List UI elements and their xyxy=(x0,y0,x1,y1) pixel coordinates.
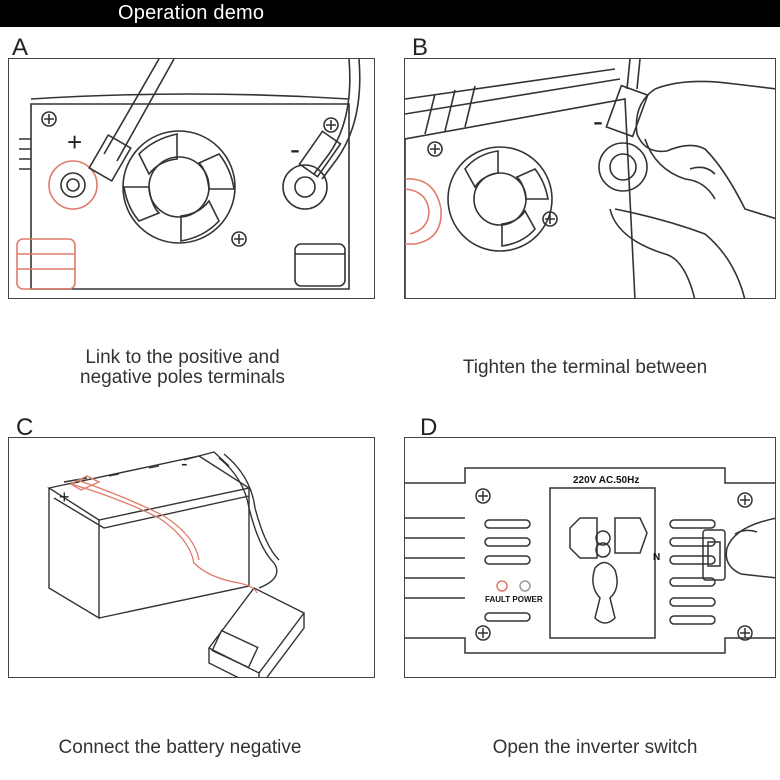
step-d-illustration: 220V AC.50Hz FAULT POWER N xyxy=(404,437,776,678)
step-b-letter: B xyxy=(412,34,429,61)
step-a-illustration: + - xyxy=(8,58,375,299)
page-title: Operation demo xyxy=(118,2,265,24)
step-b-minus-sign: - xyxy=(593,105,603,138)
step-c-letter: C xyxy=(16,414,34,441)
step-d-voltage-label: 220V AC.50Hz xyxy=(573,475,639,486)
step-d-n-label: N xyxy=(653,552,660,563)
header-bar: Operation demo xyxy=(0,0,780,27)
step-a-caption-line2: negative poles terminals xyxy=(80,367,285,388)
step-c-caption: Connect the battery negative xyxy=(58,737,302,758)
step-d-fault-power-label: FAULT POWER xyxy=(485,595,543,604)
step-a-drawing: + - xyxy=(16,59,361,290)
step-c-plus-sign: + xyxy=(59,487,70,507)
step-a-minus-sign: - xyxy=(290,133,300,166)
step-a-plus-sign: + xyxy=(67,127,82,157)
step-d-caption: Open the inverter switch xyxy=(492,737,698,758)
step-b-caption: Tighten the terminal between xyxy=(462,357,708,378)
step-a-caption-line1: Link to the positive and xyxy=(85,347,280,368)
step-d-drawing: 220V AC.50Hz FAULT POWER N xyxy=(405,467,775,654)
step-b-drawing: - xyxy=(405,59,775,298)
step-c-drawing: + - xyxy=(47,451,306,677)
step-a-letter: A xyxy=(12,34,29,61)
step-b-illustration: - xyxy=(404,58,776,299)
step-a-caption: Link to the positive and negative poles … xyxy=(40,348,325,388)
step-c-illustration: + - xyxy=(8,437,375,678)
step-d-letter: D xyxy=(420,414,438,441)
step-c-minus-sign: - xyxy=(181,453,188,475)
